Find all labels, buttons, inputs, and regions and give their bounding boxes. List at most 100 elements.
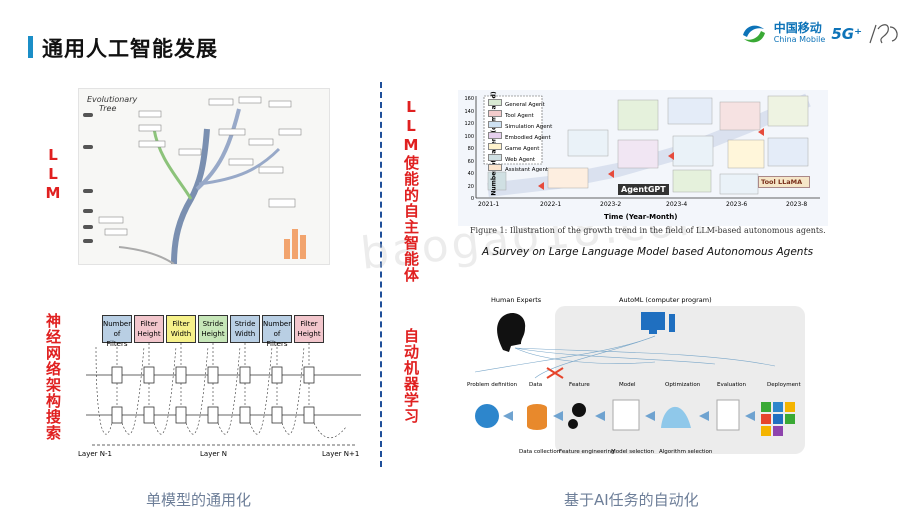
badge-agentgpt: AgentGPT xyxy=(618,184,669,195)
china-mobile-logo-icon xyxy=(742,25,765,43)
legend-label: Game Agent xyxy=(505,145,540,152)
nas-block: Number of Filters xyxy=(262,315,292,348)
tree-title-1: Evolutionary xyxy=(87,95,138,104)
nas-block-l1: Filter xyxy=(140,320,158,328)
nas-block-l2: Width xyxy=(170,330,192,338)
layer-next-label: Layer N+1 xyxy=(322,450,360,458)
nas-block-l2: Height xyxy=(201,330,225,338)
automl-step: Problem definition xyxy=(467,382,518,388)
legend-label: Assistant Agent xyxy=(505,167,549,174)
x-tick: 2023-8 xyxy=(786,201,808,208)
automl-graphic xyxy=(474,306,805,454)
nas-block-l1: Filter xyxy=(300,320,318,328)
nas-block-l1: Number xyxy=(103,320,132,328)
caption-left: 单模型的通用化 xyxy=(146,491,252,509)
automl-bottom-labels: Data collection Feature engineering Mode… xyxy=(455,449,810,459)
x-tick: 2023-6 xyxy=(726,201,748,208)
growth-x-axis-label: Time (Year-Month) xyxy=(604,213,678,221)
nas-block-l2: Height xyxy=(297,330,321,338)
logo-text: 中国移动 China Mobile xyxy=(774,22,826,46)
brand-logo: 中国移动 China Mobile 5G⁺ xyxy=(740,16,902,52)
y-tick: 120 xyxy=(464,121,474,127)
tree-title: Evolutionary Tree xyxy=(87,95,137,113)
logo-cn: 中国移动 xyxy=(773,21,822,35)
automl-diagram: Human Experts AutoML (computer program) … xyxy=(455,292,810,460)
figure-caption: Figure 1: Illustration of the growth tre… xyxy=(470,226,826,235)
legend-item: General Agent xyxy=(488,99,552,110)
automl-step: Evaluation xyxy=(717,382,747,388)
legend-item: Assistant Agent xyxy=(488,164,552,175)
nas-block-l1: Number xyxy=(263,320,292,328)
llm-evolutionary-tree: Evolutionary Tree xyxy=(78,88,330,265)
y-tick: 20 xyxy=(467,183,474,190)
automl-human-experts: Human Experts xyxy=(491,296,542,304)
logo-en: China Mobile xyxy=(773,35,826,44)
label-llm: LLM xyxy=(44,146,62,203)
nas-block: Number of Filters xyxy=(102,315,132,348)
legend-item: Embodied Agent xyxy=(488,131,552,143)
x-tick: 2022-1 xyxy=(540,201,562,208)
x-tick: 2021-1 xyxy=(478,201,500,208)
nas-block-l2: of Filters xyxy=(266,330,288,348)
layer-cur-label: Layer N xyxy=(200,450,227,458)
automl-bottom-label: Feature engineering xyxy=(559,449,615,455)
legend-label: Embodied Agent xyxy=(505,134,551,141)
page-title: 通用人工智能发展 xyxy=(42,37,218,61)
signature-icon xyxy=(869,24,898,44)
automl-step: Optimization xyxy=(665,382,701,388)
legend-item: Tool Agent xyxy=(488,109,552,121)
tree-title-2: Tree xyxy=(99,104,117,113)
y-tick: 140 xyxy=(464,108,474,115)
label-nas: 神经网络架构搜索 xyxy=(44,313,62,441)
automl-bottom-label: Algorithm selection xyxy=(659,449,713,455)
title-accent-bar xyxy=(28,36,33,58)
automl-step: Feature xyxy=(569,382,590,388)
y-tick: 0 xyxy=(470,196,474,202)
growth-legend: General Agent Tool Agent Simulation Agen… xyxy=(488,99,552,175)
legend-item: Game Agent xyxy=(488,142,552,154)
automl-step: Data xyxy=(529,382,543,388)
nas-lattice xyxy=(86,343,361,446)
automl-bottom-label: Data collection xyxy=(519,449,561,455)
badge-toolllama: Tool LLaMA xyxy=(758,176,810,188)
agents-growth-figure: Number of Papers (cumulated) 0 20 40 60 … xyxy=(458,90,828,226)
growth-y-ticks: 0 20 40 60 80 100 120 140 160 xyxy=(464,93,474,206)
nas-block-l2: of Filters xyxy=(106,330,128,348)
automl-steps: Problem definition Data Feature Model Op… xyxy=(455,382,810,392)
legend-label: Web Agent xyxy=(505,156,536,163)
y-tick: 80 xyxy=(467,146,474,152)
nas-block-l1: Filter xyxy=(172,320,190,328)
automl-step: Model xyxy=(619,382,636,388)
growth-x-ticks: 2021-1 2022-1 2023-2 2023-4 2023-6 2023-… xyxy=(458,201,828,211)
automl-step: Deployment xyxy=(767,382,801,388)
nas-block-l1: Stride xyxy=(234,320,256,328)
nas-block-l2: Height xyxy=(137,330,161,338)
y-tick: 100 xyxy=(464,133,474,140)
caption-right: 基于AI任务的自动化 xyxy=(564,491,699,509)
legend-label: General Agent xyxy=(505,102,545,108)
survey-title: A Survey on Large Language Model based A… xyxy=(482,246,814,258)
label-agents: LLM使能的自主智能体 xyxy=(402,98,420,283)
y-tick: 160 xyxy=(464,96,474,102)
y-tick: 60 xyxy=(467,158,474,165)
legend-item: Simulation Agent xyxy=(488,120,553,132)
nas-block-l1: Stride xyxy=(202,320,224,328)
nas-block-l2: Width xyxy=(234,330,256,338)
legend-item: Web Agent xyxy=(488,153,552,165)
legend-label: Tool Agent xyxy=(505,112,534,119)
agents-growth-svg xyxy=(458,90,828,226)
automl-bottom-label: Model selection xyxy=(611,449,654,455)
label-automl: 自动机器学习 xyxy=(402,328,420,424)
x-tick: 2023-2 xyxy=(600,201,622,208)
tree-graphic xyxy=(83,96,306,265)
center-divider xyxy=(380,82,382,467)
legend-label: Simulation Agent xyxy=(505,123,553,130)
logo-5g: 5G⁺ xyxy=(831,25,862,43)
layer-prev-label: Layer N-1 xyxy=(78,450,112,458)
